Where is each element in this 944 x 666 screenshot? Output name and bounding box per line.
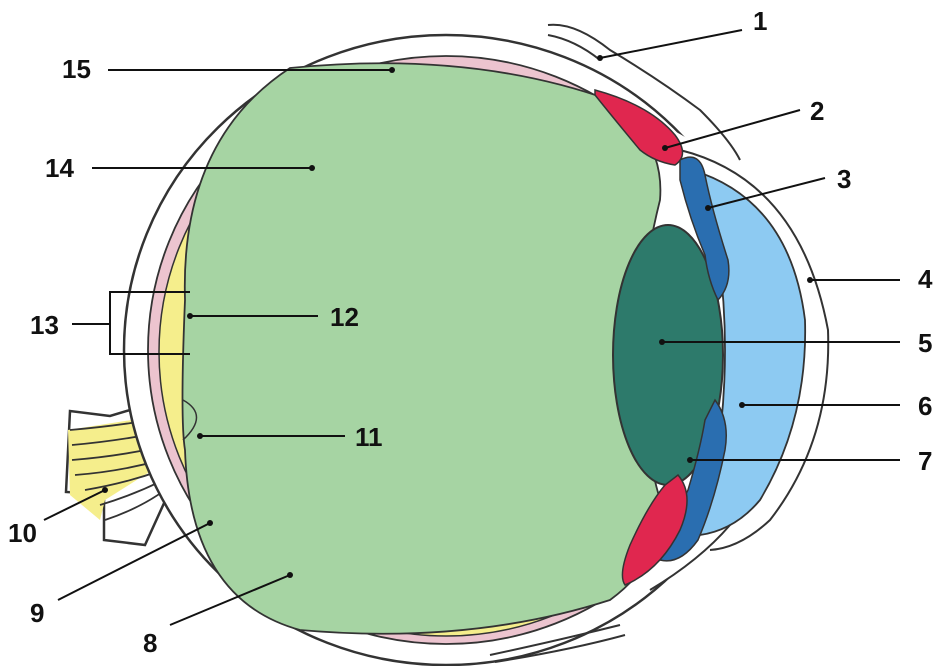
leader-1 <box>600 30 742 58</box>
leader-2 <box>665 110 800 148</box>
label-3: 3 <box>837 166 851 192</box>
label-12: 12 <box>330 304 359 330</box>
label-9: 9 <box>30 600 44 626</box>
label-13: 13 <box>30 312 59 338</box>
label-4: 4 <box>918 266 932 292</box>
label-8: 8 <box>143 630 157 656</box>
label-2: 2 <box>810 98 824 124</box>
label-7: 7 <box>918 448 932 474</box>
label-6: 6 <box>918 393 932 419</box>
label-14: 14 <box>45 155 74 181</box>
label-10: 10 <box>8 520 37 546</box>
label-15: 15 <box>62 56 91 82</box>
vitreous-body <box>183 63 661 634</box>
label-11: 11 <box>355 424 383 450</box>
label-1: 1 <box>753 8 767 34</box>
label-5: 5 <box>918 330 932 356</box>
